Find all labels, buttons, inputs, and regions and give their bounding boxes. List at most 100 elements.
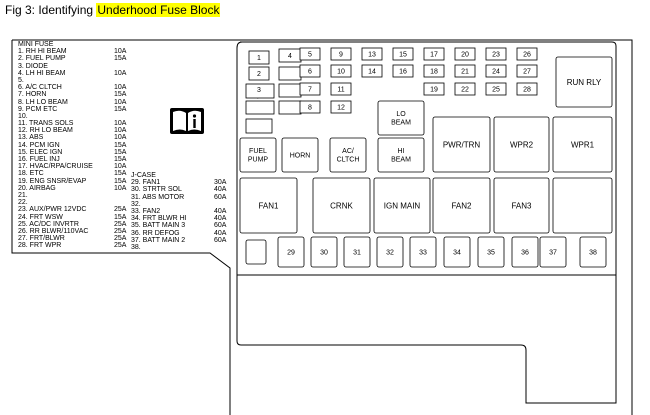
j-case-legend-row: 34. FRT BLWR HI 40A — [131, 215, 226, 223]
relay-ac-cltch-label: AC/ — [342, 148, 354, 155]
mini-fuse-legend-label: 16. FUEL INJ — [18, 156, 60, 163]
j-case-legend-label: 36. RR DEFOG — [131, 229, 180, 237]
mini-fuse-legend-row: 10. — [18, 113, 93, 120]
mini-fuse-legend-amp: 25A — [114, 235, 127, 243]
mini-fuse-slot — [423, 47, 445, 61]
j-case-legend-label: 34. FRT BLWR HI — [131, 215, 187, 223]
mini-fuse-number: 7 — [308, 86, 312, 93]
mini-fuse-slot — [485, 64, 507, 78]
mini-fuse-legend-amp: 10A — [114, 98, 127, 106]
mini-fuse-legend-amp: 25A — [114, 227, 127, 235]
mini-fuse-slot — [516, 47, 538, 61]
relay-pwr-trn-label: PWR/TRN — [443, 140, 481, 149]
mini-fuse-legend-amp: 15A — [114, 105, 127, 113]
relay-fuel-pump-label: PUMP — [248, 157, 269, 164]
j-case-legend-row: 38. — [131, 244, 187, 251]
mini-fuse-legend-amp: 15A — [114, 156, 127, 163]
mini-fuse-legend-amp: 15A — [114, 91, 127, 99]
mini-fuse-legend-row: 21. — [18, 192, 93, 199]
mini-fuse-number: 21 — [461, 68, 469, 75]
j-case-fuse-slot — [443, 236, 471, 268]
relay-fan1 — [239, 177, 298, 234]
mini-fuse-number: 26 — [523, 51, 531, 58]
mini-fuse-slot — [454, 47, 476, 61]
j-case-fuse-slot — [477, 236, 505, 268]
mini-fuse-slot — [361, 64, 383, 78]
relay-lo-beam-label: BEAM — [391, 120, 411, 127]
mini-fuse-legend-label: 15. ELEC IGN — [18, 148, 63, 156]
mini-fuse-slot — [330, 47, 352, 61]
mini-fuse-legend-label: 24. FRT WSW — [18, 213, 63, 221]
j-case-fuse-slot — [310, 236, 338, 268]
j-case-legend-row: 36. RR DEFOG 40A — [131, 229, 226, 237]
mini-fuse-legend-row: 5. — [18, 77, 93, 84]
relay-crnk — [312, 177, 371, 234]
mini-fuse-legend-label: 8. LH LO BEAM — [18, 98, 68, 106]
mini-fuse-slot — [423, 64, 445, 78]
j-case-legend-amp: 40A — [214, 207, 227, 215]
mini-fuse-legend-label: 3. DIODE — [18, 62, 48, 70]
mini-fuse-legend-row: 22. — [18, 199, 93, 206]
mini-fuse-number: 18 — [430, 68, 438, 75]
relay-hi-beam — [377, 137, 425, 173]
mini-fuse-slot — [245, 83, 275, 99]
mini-fuse-slot — [392, 64, 414, 78]
mini-fuse-number: 28 — [523, 86, 531, 93]
figure-caption: Fig 3: Identifying Underhood Fuse Block — [5, 1, 221, 19]
j-case-legend-label: 30. STRTR SOL — [131, 186, 182, 194]
mini-fuse-legend-amp: 25A — [114, 220, 127, 228]
mini-fuse-legend-row: 3. DIODE — [18, 63, 93, 70]
relay-fan2 — [432, 177, 491, 234]
relay-fan1-label: FAN1 — [258, 201, 279, 210]
relay-horn — [281, 137, 319, 173]
relay-fan3 — [493, 177, 550, 234]
mini-fuse-legend-label: 19. ENG SNSR/EVAP — [18, 177, 87, 185]
mini-fuse-slot — [299, 82, 321, 96]
j-case-fuse-number: 34 — [453, 249, 461, 256]
mini-fuse-number: 20 — [461, 51, 469, 58]
mini-fuse-legend-label: 7. HORN — [18, 91, 47, 99]
mini-fuse-legend-label: 11. TRANS SOLS — [18, 120, 74, 128]
j-case-fuse-number: 33 — [419, 249, 427, 256]
relay-ign-main — [373, 177, 431, 234]
j-case-legend-label: 32. — [131, 200, 141, 208]
j-case-legend-label: 38. — [131, 243, 141, 251]
j-case-fuse-slot — [277, 236, 305, 268]
mini-fuse-legend-label: 20. AIRBAG — [18, 184, 56, 192]
mini-fuse-slot — [516, 82, 538, 96]
mini-fuse-slot — [330, 82, 352, 96]
mini-fuse-legend-amp: 10A — [114, 120, 127, 128]
mini-fuse-legend-row: 16. FUEL INJ 15A — [18, 156, 126, 163]
mini-fuse-number: 23 — [492, 51, 500, 58]
mini-fuse-legend-amp: 10A — [114, 48, 127, 56]
mini-fuse-slot — [485, 82, 507, 96]
mini-fuse-number: 22 — [461, 86, 469, 93]
relay-fan2-label: FAN2 — [451, 201, 472, 210]
mini-fuse-number: 13 — [368, 51, 376, 58]
mini-fuse-legend-row: 11. TRANS SOLS 10A — [18, 120, 126, 128]
j-case-legend-amp: 40A — [214, 229, 227, 237]
mini-fuse-legend-row: 8. LH LO BEAM 10A — [18, 98, 126, 106]
mini-fuse-slot — [485, 47, 507, 61]
j-case-legend-amp: 40A — [214, 215, 227, 223]
mini-fuse-legend-label: 21. — [18, 191, 28, 199]
mini-fuse-number: 9 — [339, 51, 343, 58]
mini-fuse-legend-row: 7. HORN 15A — [18, 91, 126, 99]
relay-hi-beam-label: BEAM — [391, 157, 411, 164]
mini-fuse-slot — [299, 64, 321, 78]
j-case-fuse-slot — [409, 236, 437, 268]
